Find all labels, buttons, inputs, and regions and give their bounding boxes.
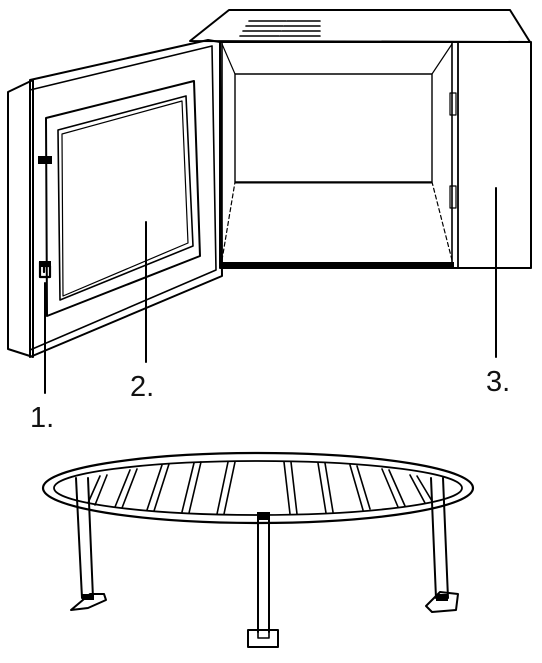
- rack-leg-left: [70, 477, 107, 611]
- callouts: 1. 2. 3.: [30, 187, 510, 434]
- open-door: [7, 39, 223, 358]
- control-panel: [457, 41, 532, 269]
- cavity-bottom-sill: [220, 262, 454, 269]
- door-latch-upper: [38, 156, 52, 164]
- rack-leg-center: [247, 512, 279, 648]
- rack-grill-bars: [87, 461, 433, 515]
- door-safety-lock: [38, 260, 52, 279]
- hinge-lower: [449, 185, 457, 209]
- label-1: 1.: [30, 402, 54, 434]
- hinge-upper: [449, 92, 457, 116]
- label-2: 2.: [130, 371, 154, 403]
- label-3: 3.: [486, 366, 510, 398]
- top-vents: [239, 20, 321, 37]
- cabinet-front: [219, 41, 532, 269]
- cabinet-top: [189, 9, 531, 43]
- rack-leg-right: [425, 477, 459, 613]
- microwave-oven: [7, 9, 532, 358]
- oven-cavity: [220, 41, 457, 269]
- roasting-rack: [41, 451, 475, 648]
- observation-window: [45, 80, 201, 317]
